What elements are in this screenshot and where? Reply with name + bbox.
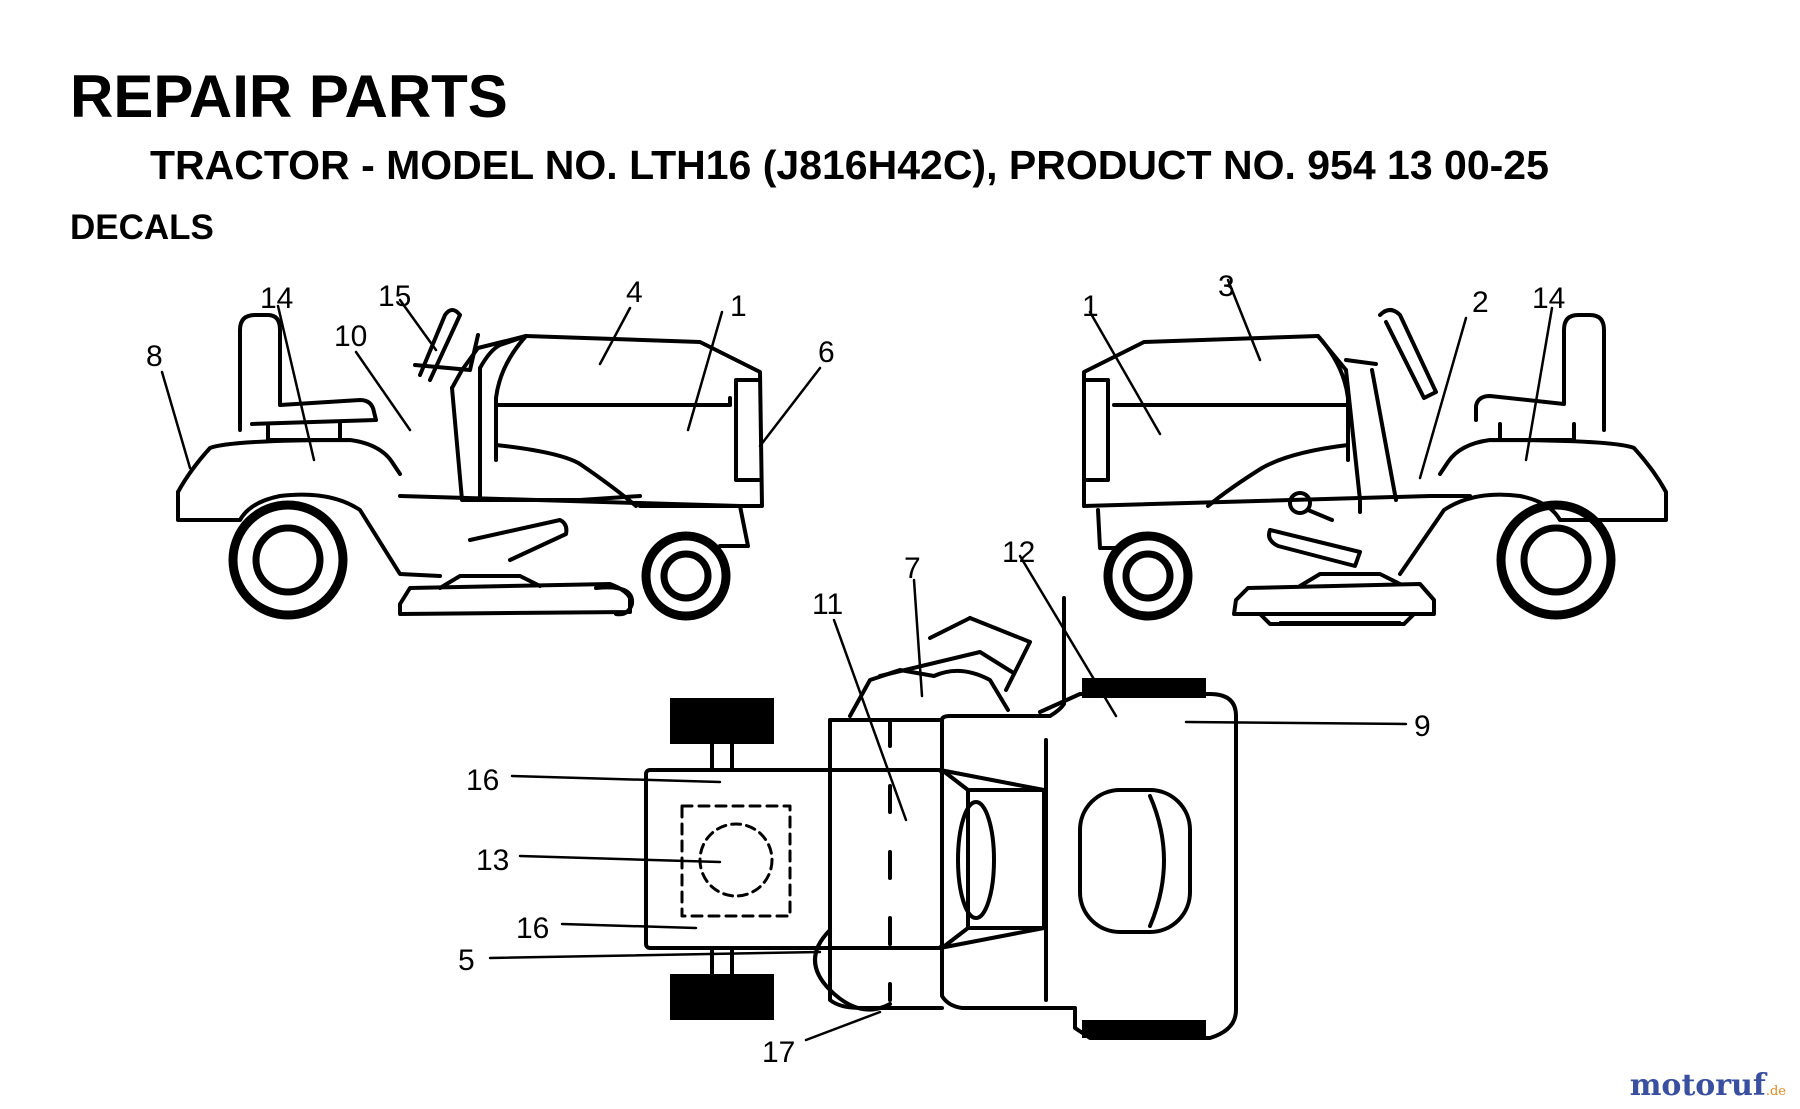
callout-left-6: 6: [818, 336, 835, 369]
tractor-right-side-view: [1082, 308, 1668, 626]
callout-left-8: 8: [146, 340, 163, 373]
watermark: motoruf.de: [1630, 1068, 1786, 1103]
callout-top-16a: 16: [466, 764, 499, 797]
tractor-top-view: [644, 596, 1238, 1040]
callout-labels: 8 14 15 10 4 1 6 1 3 2 14 7 12 11 9 16 1…: [146, 270, 1565, 1069]
callout-right-14: 14: [1532, 282, 1565, 315]
callout-left-4: 4: [626, 276, 643, 309]
callout-top-7: 7: [904, 552, 921, 585]
section-heading: DECALS: [70, 208, 214, 247]
model-subtitle: TRACTOR - MODEL NO. LTH16 (J816H42C), PR…: [150, 142, 1549, 188]
callout-top-9: 9: [1414, 710, 1431, 743]
callout-left-14: 14: [260, 282, 293, 315]
callout-left-1: 1: [730, 290, 747, 323]
callout-right-2: 2: [1472, 286, 1489, 319]
callout-top-5: 5: [458, 944, 475, 977]
callout-top-13: 13: [476, 844, 509, 877]
callout-right-3: 3: [1218, 270, 1235, 303]
callout-left-10: 10: [334, 320, 367, 353]
callout-left-15: 15: [378, 280, 411, 313]
callout-right-1: 1: [1082, 290, 1099, 323]
callout-top-17: 17: [762, 1036, 795, 1069]
watermark-logo: motoruf: [1629, 1068, 1766, 1103]
callout-top-12: 12: [1002, 536, 1035, 569]
page-title: REPAIR PARTS: [70, 63, 508, 130]
leader-lines: [160, 278, 1554, 1042]
tractor-left-side-view: [176, 308, 764, 621]
callout-top-11: 11: [812, 588, 843, 621]
callout-top-16b: 16: [516, 912, 549, 945]
watermark-tld: .de: [1765, 1084, 1786, 1099]
